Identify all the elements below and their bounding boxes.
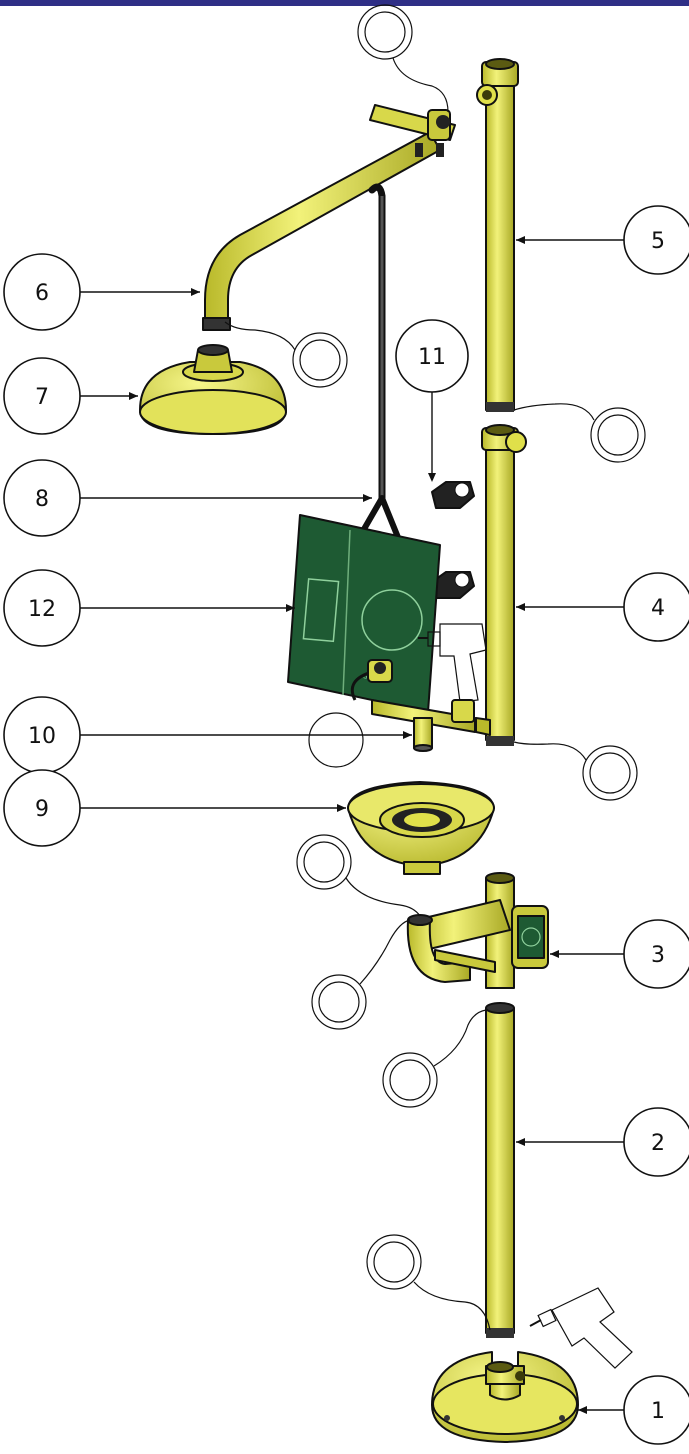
callout-label: 6 bbox=[35, 281, 49, 306]
callout-2: 2 bbox=[623, 1107, 689, 1177]
drill-icon bbox=[418, 623, 487, 703]
callout-label: 7 bbox=[35, 385, 49, 410]
callout-8: 8 bbox=[3, 459, 81, 537]
callout-label: 12 bbox=[28, 597, 56, 622]
callout-3: 3 bbox=[623, 919, 689, 989]
callout-11: 11 bbox=[395, 319, 469, 393]
callout-label: 4 bbox=[651, 596, 665, 621]
ptfe-tape-roll-icon bbox=[513, 403, 646, 463]
ptfe-tape-roll-icon bbox=[224, 321, 348, 388]
callout-4: 4 bbox=[623, 572, 689, 642]
ptfe-tape-roll-icon bbox=[357, 4, 449, 113]
part-3-valve-assembly bbox=[406, 872, 549, 989]
callout-label: 1 bbox=[651, 1399, 665, 1424]
ptfe-tape-roll-icon bbox=[366, 1234, 491, 1331]
ptfe-tape-roll-icon bbox=[311, 919, 411, 1030]
callout-label: 8 bbox=[35, 487, 49, 512]
part-2-lower-pipe bbox=[485, 1002, 515, 1338]
callout-9: 9 bbox=[3, 769, 81, 847]
callout-label: 2 bbox=[651, 1131, 665, 1156]
ptfe-tape-roll-icon bbox=[513, 741, 638, 801]
part-9-eyewash-bowl bbox=[347, 781, 495, 875]
callout-7: 7 bbox=[3, 357, 81, 435]
part-6-shower-arm bbox=[202, 104, 456, 331]
callout-12: 12 bbox=[3, 569, 81, 647]
callout-label: 9 bbox=[35, 797, 49, 822]
ptfe-tape-roll-icon bbox=[308, 712, 364, 768]
callout-1: 1 bbox=[623, 1375, 689, 1445]
part-8-pull-rod bbox=[342, 183, 411, 565]
drill-icon-base bbox=[529, 1287, 633, 1369]
part-11-pipe-brackets bbox=[431, 481, 475, 599]
part-10-eyewash-valve bbox=[350, 659, 491, 752]
part-12-safety-sign: SAFETY bbox=[287, 514, 441, 713]
part-7-shower-head bbox=[139, 344, 287, 435]
part-4-middle-pipe bbox=[481, 424, 527, 746]
callout-label: 5 bbox=[651, 229, 665, 254]
leader-lines bbox=[80, 236, 624, 1414]
part-5-upper-pipe bbox=[476, 58, 519, 412]
part-1-floor-base bbox=[431, 1351, 579, 1443]
callout-label: 10 bbox=[28, 724, 56, 749]
callout-10: 10 bbox=[3, 696, 81, 774]
ptfe-tape-roll-icon bbox=[382, 1009, 487, 1108]
callout-label: 3 bbox=[651, 943, 665, 968]
ptfe-tape-roll-icon bbox=[296, 834, 421, 917]
callout-label: 11 bbox=[418, 345, 446, 370]
top-border-bar bbox=[0, 0, 689, 6]
callout-5: 5 bbox=[623, 205, 689, 275]
callout-6: 6 bbox=[3, 253, 81, 331]
